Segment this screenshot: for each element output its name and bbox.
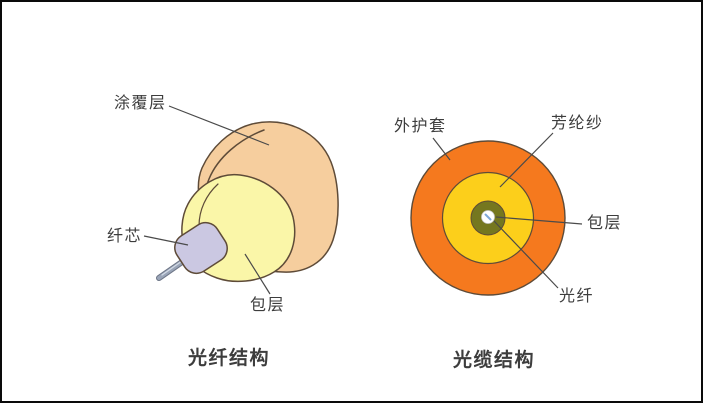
leader-fiber [493,220,559,289]
leader-cladding-right [495,216,583,225]
leader-core [143,235,189,246]
leader-cladding-left [244,253,271,295]
cable-structure-shapes [410,140,566,296]
leader-coating [168,105,270,146]
fiber-core-cylinder [174,221,228,275]
fiber-structure-title: 光纤结构 [187,347,270,369]
fiber-core-label: 纤芯 [107,226,143,245]
leader-lines [143,105,583,295]
coating-layer-label: 涂覆层 [114,93,167,112]
fiber-tick [484,213,492,221]
optical-fiber-label: 光纤 [559,286,595,305]
leader-outer-sheath [432,137,451,161]
cladding-label-right: 包层 [587,213,623,232]
leader-aramid-yarn [499,132,554,188]
cladding-label-left: 包层 [250,295,286,314]
fiber-structure-shapes [156,121,339,283]
cable-structure-title: 光缆结构 [452,349,535,371]
outer-sheath-label: 外护套 [394,116,447,135]
aramid-yarn-label: 芳纶纱 [551,113,604,132]
